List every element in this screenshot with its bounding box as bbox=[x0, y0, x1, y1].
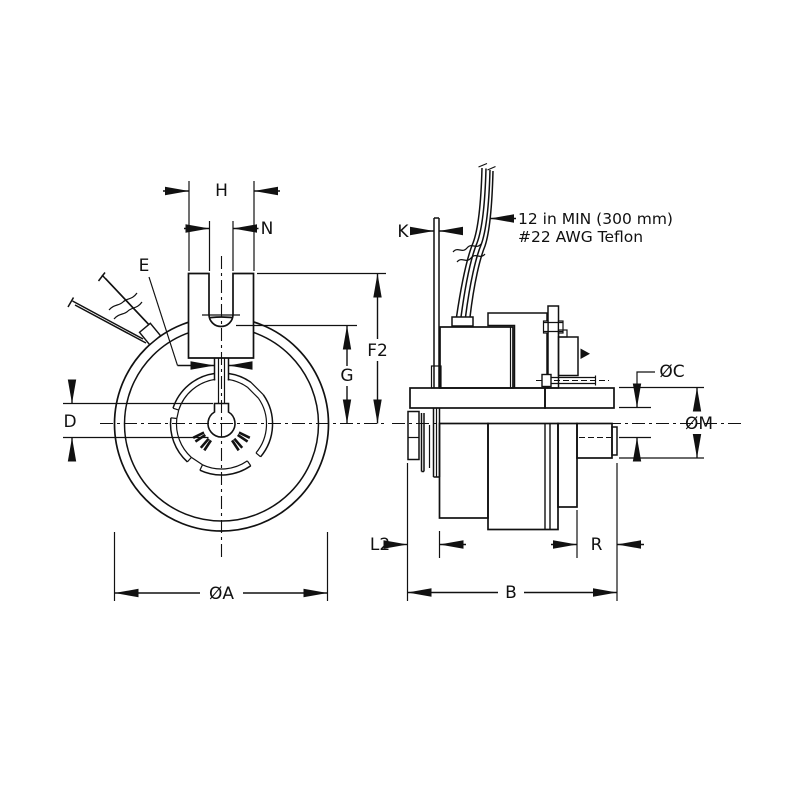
body-lower-half bbox=[438, 422, 618, 531]
wire-note: 12 in MIN (300 mm) #22 AWG Teflon bbox=[490, 210, 673, 246]
wire-break-squiggle bbox=[452, 243, 482, 253]
dim-B: B bbox=[407, 583, 617, 603]
dim-label-D: D bbox=[63, 412, 76, 432]
front-lead-wires bbox=[67, 272, 156, 344]
hub-outer-ring bbox=[169, 372, 274, 476]
coil-section bbox=[439, 326, 514, 389]
dim-label-OA: ØA bbox=[209, 584, 234, 604]
armature-section bbox=[557, 329, 579, 377]
air-gap-arrow bbox=[580, 348, 590, 359]
dim-OC: ØC bbox=[619, 362, 685, 462]
screw-detail bbox=[536, 373, 609, 388]
dim-L2: L2 bbox=[370, 463, 466, 601]
dim-label-OM: ØM bbox=[685, 414, 713, 434]
note-line-1: 12 in MIN (300 mm) bbox=[518, 210, 673, 228]
dim-label-H: H bbox=[215, 181, 228, 201]
dim-label-L2: L2 bbox=[370, 535, 390, 555]
note-line-2: #22 AWG Teflon bbox=[518, 228, 643, 246]
hub-inner-ring bbox=[175, 378, 268, 470]
hub-band-right bbox=[544, 387, 615, 409]
dim-R: R bbox=[551, 463, 644, 601]
dim-label-R: R bbox=[591, 535, 603, 555]
wire-grommet bbox=[451, 316, 474, 327]
field-shell-section bbox=[487, 312, 548, 389]
dim-OA: ØA bbox=[113, 532, 329, 604]
hub-band-left bbox=[409, 387, 546, 409]
dim-label-K: K bbox=[397, 222, 409, 242]
dim-OM: ØM bbox=[619, 386, 713, 459]
wire-break-squiggle bbox=[113, 301, 143, 320]
dim-label-E: E bbox=[139, 256, 150, 276]
dim-K: K bbox=[397, 222, 463, 242]
dim-label-OC: ØC bbox=[659, 362, 684, 382]
dim-E: E bbox=[139, 256, 253, 370]
bore-with-keyway bbox=[207, 402, 236, 438]
dim-N: N bbox=[184, 219, 273, 271]
side-tab-plate bbox=[430, 217, 442, 389]
hub-ring-notches bbox=[170, 381, 264, 471]
left-stub-shaft bbox=[407, 408, 441, 478]
dim-F2: F2 bbox=[257, 272, 388, 424]
side-lead-wires bbox=[451, 162, 496, 327]
wire-terminal-block bbox=[138, 322, 162, 346]
dim-label-N: N bbox=[261, 219, 274, 239]
front-view: H N E D ØA bbox=[63, 181, 388, 604]
dim-D: D bbox=[63, 379, 213, 462]
dim-label-B: B bbox=[505, 583, 517, 603]
anti-rotation-tab bbox=[187, 272, 255, 359]
dim-G: G bbox=[236, 324, 357, 424]
dim-label-F2: F2 bbox=[367, 341, 388, 361]
side-view: K 12 in MIN (300 mm) #22 AWG Teflon bbox=[370, 162, 742, 603]
wire-break-squiggle bbox=[456, 253, 486, 263]
dim-label-G: G bbox=[340, 366, 353, 386]
wire-break-squiggle bbox=[108, 292, 138, 311]
